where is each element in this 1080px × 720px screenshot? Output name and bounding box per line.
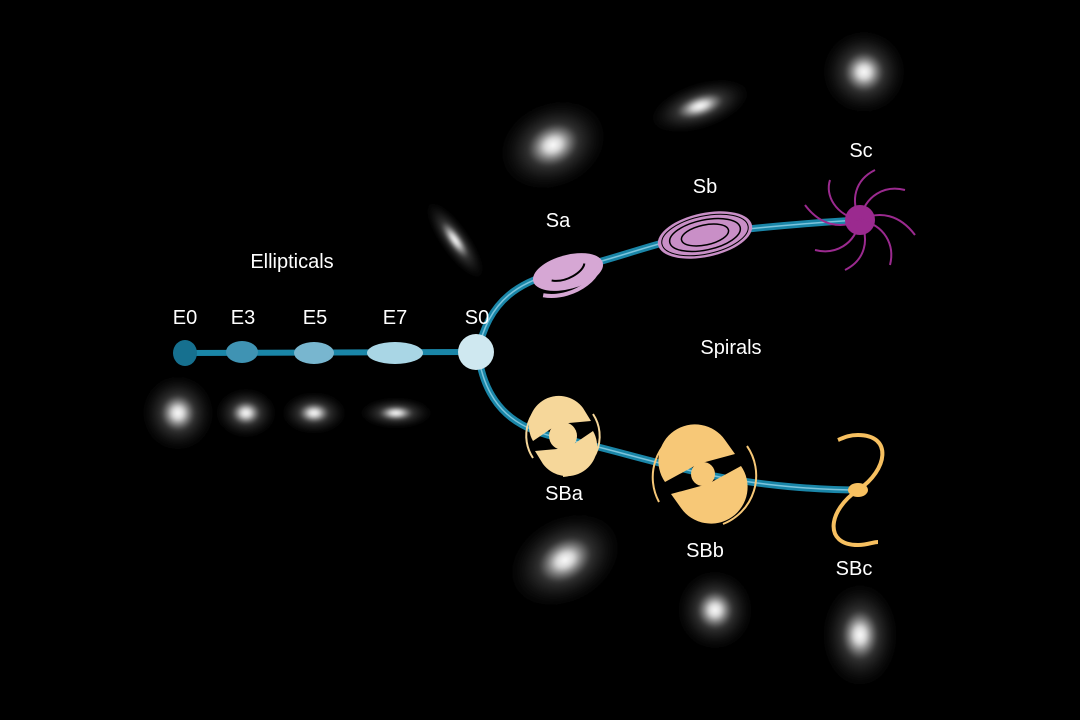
photo-sba — [506, 510, 624, 610]
photo-s0 — [424, 199, 486, 281]
photo-e7 — [358, 397, 434, 429]
spirals-title: Spirals — [700, 337, 761, 359]
sba-shape — [525, 395, 601, 477]
photo-e3 — [214, 387, 278, 439]
sb-shape — [657, 211, 753, 259]
photo-sc — [820, 28, 908, 116]
sa-shape — [532, 253, 604, 298]
label-sbb: SBb — [686, 540, 724, 562]
ellipticals-title: Ellipticals — [250, 251, 333, 273]
photo-e0 — [140, 373, 216, 453]
label-e7: E7 — [383, 307, 407, 329]
label-e5: E5 — [303, 307, 327, 329]
label-sba: SBa — [545, 483, 584, 505]
label-sbc: SBc — [836, 558, 873, 580]
sc-shape — [804, 169, 916, 271]
label-sb: Sb — [693, 176, 717, 198]
label-sa: Sa — [546, 210, 571, 232]
s0-shape — [458, 334, 494, 370]
galaxy-photos — [140, 28, 908, 690]
photo-sa — [497, 97, 609, 193]
label-e3: E3 — [231, 307, 255, 329]
label-s0: S0 — [465, 307, 489, 329]
label-e0: E0 — [173, 307, 197, 329]
e0-shape — [173, 340, 197, 366]
e3-shape — [226, 341, 258, 363]
photo-sb — [648, 77, 752, 135]
sbc-shape — [831, 432, 885, 548]
photo-sbc — [820, 580, 900, 690]
e7-shape — [367, 342, 423, 364]
label-sc: Sc — [849, 140, 872, 162]
photo-sbb — [675, 568, 755, 652]
sbb-shape — [651, 424, 758, 525]
photo-e5 — [280, 391, 348, 435]
e5-shape — [294, 342, 334, 364]
